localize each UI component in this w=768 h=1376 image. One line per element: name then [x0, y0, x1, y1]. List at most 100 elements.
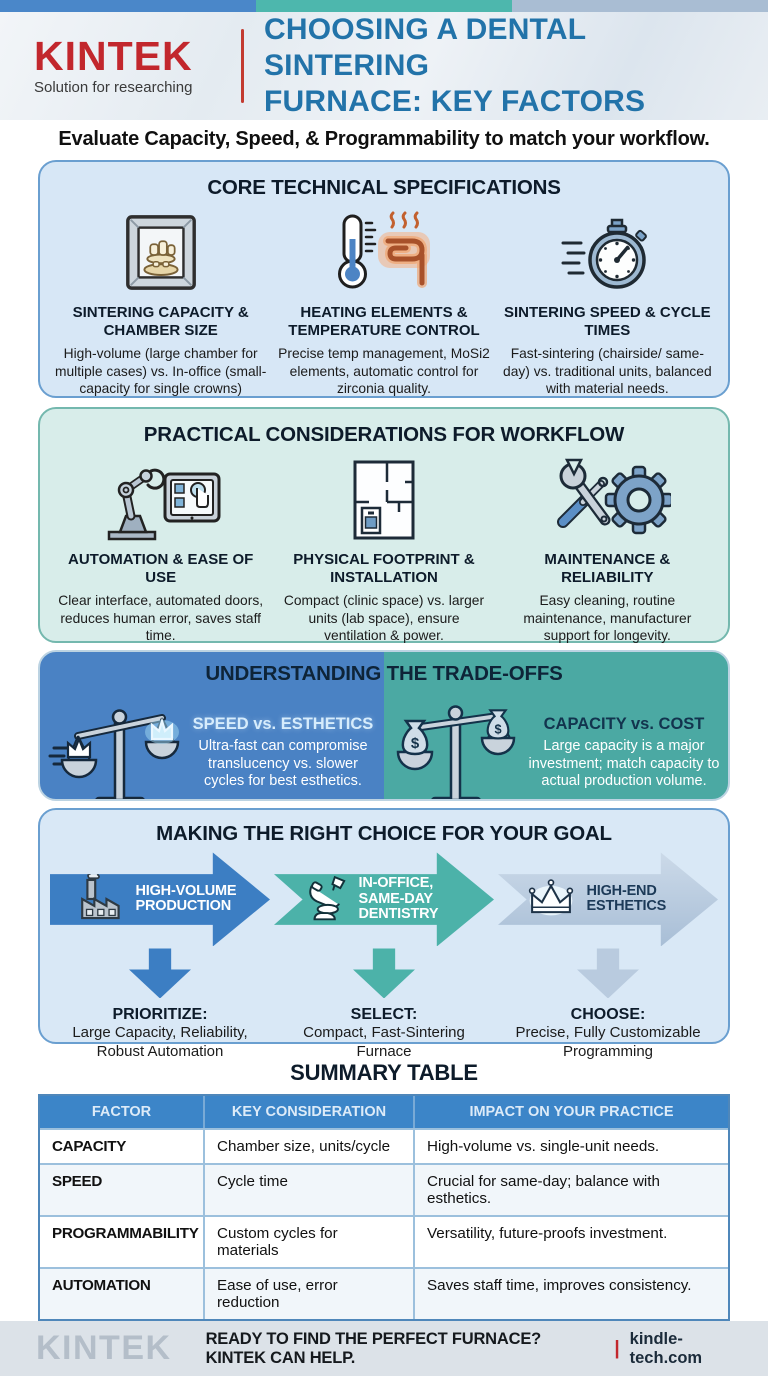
action-label: PRIORITIZE:: [112, 1006, 208, 1024]
table-cell: Cycle time: [205, 1163, 415, 1216]
action-label: CHOOSE:: [570, 1006, 646, 1024]
footer-divider: |: [614, 1337, 620, 1359]
section-title: MAKING THE RIGHT CHOICE FOR YOUR GOAL: [156, 822, 612, 846]
column-body: Fast-sintering (chairside/ same-day) vs.…: [503, 346, 712, 396]
choice-path-high-end: HIGH-END ESTHETICS CHOOSE: Precise, Full…: [498, 852, 718, 1061]
stopwatch-icon: [559, 206, 655, 300]
section-title: PRACTICAL CONSIDERATIONS FOR WORKFLOW: [143, 423, 625, 447]
choice-path-high-volume: HIGH-VOLUME PRODUCTION PRIORITIZE: Large…: [50, 852, 270, 1061]
action-body: Large Capacity, Reliability, Robust Auto…: [72, 1024, 248, 1060]
header-divider: [241, 28, 244, 103]
column-body: Precise temp management, MoSi2 elements,…: [278, 346, 490, 396]
dental-chair-icon: [302, 874, 352, 924]
table-header-cell: KEY CONSIDERATION: [205, 1096, 415, 1129]
down-arrow: [353, 948, 415, 999]
section-practical-considerations: PRACTICAL CONSIDERATIONS FOR WORKFLOW: [38, 407, 730, 644]
practical-column-maintenance: MAINTENANCE & RELIABILITY Easy cleaning,…: [501, 453, 714, 644]
page-subtitle: Evaluate Capacity, Speed, & Programmabil…: [0, 119, 768, 160]
table-header-cell: IMPACT ON YOUR PRACTICE: [415, 1096, 728, 1129]
tradeoff-capacity-vs-cost: $ $ CAPACITY vs. COST Large capacity is …: [384, 688, 728, 800]
robot-arm-touchscreen-icon: [97, 453, 225, 547]
table-cell: Chamber size, units/cycle: [205, 1128, 415, 1164]
column-heading: HEATING ELEMENTS & TEMPERATURE CONTROL: [288, 304, 480, 339]
column-heading: SINTERING SPEED & CYCLE TIMES: [503, 304, 711, 339]
choice-path-in-office: IN-OFFICE, SAME-DAY DENTISTRY SELECT: Co…: [274, 852, 494, 1061]
tradeoff-body: Ultra-fast can compromise translucency v…: [198, 738, 368, 790]
svg-text:$: $: [411, 735, 420, 752]
page-title-line1: CHOOSING A DENTAL SINTERING: [263, 12, 586, 82]
table-cell: AUTOMATION: [40, 1267, 205, 1320]
top-accent-bar: [0, 0, 768, 12]
column-body: Compact (clinic space) vs. larger units …: [283, 593, 485, 643]
flow-arrow-label: IN-OFFICE, SAME-DAY DENTISTRY: [358, 875, 439, 923]
column-body: Easy cleaning, routine maintenance, manu…: [523, 593, 692, 643]
section-title: CORE TECHNICAL SPECIFICATIONS: [207, 176, 561, 200]
flow-arrow: HIGH-VOLUME PRODUCTION: [50, 852, 270, 947]
column-body: High-volume (large chamber for multiple …: [54, 346, 267, 396]
down-arrow: [577, 948, 639, 999]
brand-logo-block: KINTEK Solution for researching: [34, 32, 235, 96]
table-cell: PROGRAMMABILITY: [40, 1215, 205, 1268]
balance-scale-crowns-icon: [48, 694, 180, 800]
table-row: CAPACITY Chamber size, units/cycle High-…: [40, 1128, 728, 1164]
table-cell: Saves staff time, improves consistency.: [415, 1267, 728, 1320]
practical-column-automation: AUTOMATION & EASE OF USE Clear interface…: [54, 453, 267, 644]
table-cell: Versatility, future-proofs investment.: [415, 1215, 728, 1268]
table-cell: Crucial for same-day; balance with esthe…: [415, 1163, 728, 1216]
flow-arrow-label: HIGH-END ESTHETICS: [586, 882, 667, 915]
logo-tagline: Solution for researching: [34, 78, 193, 96]
section-core-technical-specifications: CORE TECHNICAL SPECIFICATIONS: [38, 160, 730, 399]
accent-segment-gray: [512, 0, 768, 12]
section-title: UNDERSTANDING THE TRADE-OFFS: [205, 662, 563, 686]
tradeoff-heading: SPEED vs. ESTHETICS: [192, 715, 374, 734]
action-body: Precise, Fully Customizable Programming: [515, 1024, 701, 1060]
table-row: AUTOMATION Ease of use, error reduction …: [40, 1267, 728, 1320]
table-cell: Ease of use, error reduction: [205, 1267, 415, 1320]
factory-icon: [77, 873, 129, 925]
table-cell: High-volume vs. single-unit needs.: [415, 1128, 728, 1164]
table-cell: Custom cycles for materials: [205, 1215, 415, 1268]
action-label: SELECT:: [350, 1006, 418, 1024]
summary-table-title: SUMMARY TABLE: [290, 1060, 478, 1086]
section-making-the-right-choice: MAKING THE RIGHT CHOICE FOR YOUR GOAL HI…: [38, 808, 730, 1060]
footer-website-link[interactable]: kindle-tech.com: [629, 1329, 703, 1367]
table-header-row: FACTOR KEY CONSIDERATION IMPACT ON YOUR …: [40, 1096, 728, 1129]
crown-icon: [522, 876, 580, 922]
furnace-chamber-icon: [120, 206, 202, 300]
tradeoff-speed-vs-esthetics: SPEED vs. ESTHETICS Ultra-fast can compr…: [40, 688, 384, 800]
flow-arrow: HIGH-END ESTHETICS: [498, 852, 718, 947]
column-heading: PHYSICAL FOOTPRINT & INSTALLATION: [293, 551, 475, 586]
core-column-speed: SINTERING SPEED & CYCLE TIMES Fast-sinte…: [501, 206, 714, 397]
kintek-logo: KINTEK: [34, 32, 193, 79]
table-row: SPEED Cycle time Crucial for same-day; b…: [40, 1163, 728, 1216]
page-title-line2: FURNACE: KEY FACTORS: [263, 84, 646, 118]
table-header-cell: FACTOR: [40, 1096, 205, 1129]
column-heading: AUTOMATION & EASE OF USE: [68, 551, 254, 586]
practical-column-footprint: PHYSICAL FOOTPRINT & INSTALLATION Compac…: [277, 453, 490, 644]
action-body: Compact, Fast-Sintering Furnace: [303, 1024, 465, 1060]
column-heading: SINTERING CAPACITY & CHAMBER SIZE: [72, 304, 249, 339]
summary-table: FACTOR KEY CONSIDERATION IMPACT ON YOUR …: [38, 1094, 730, 1322]
column-body: Clear interface, automated doors, reduce…: [58, 593, 264, 643]
footer-kintek-watermark: KINTEK: [36, 1329, 172, 1368]
down-arrow: [129, 948, 191, 999]
svg-text:$: $: [494, 721, 501, 736]
footer-cta-text: READY TO FIND THE PERFECT FURNACE? KINTE…: [205, 1329, 542, 1367]
wrench-gear-icon: [543, 453, 672, 547]
flow-arrow-label: HIGH-VOLUME PRODUCTION: [135, 882, 237, 915]
thermometer-heating-element-icon: [332, 206, 436, 300]
core-column-capacity: SINTERING CAPACITY & CHAMBER SIZE High-v…: [54, 206, 267, 397]
table-cell: SPEED: [40, 1163, 205, 1216]
tradeoff-body: Large capacity is a major investment; ma…: [528, 738, 720, 790]
page-title: CHOOSING A DENTAL SINTERING FURNACE: KEY…: [264, 12, 734, 120]
section-trade-offs: UNDERSTANDING THE TRADE-OFFS: [38, 650, 730, 802]
accent-segment-blue: [0, 0, 256, 12]
flow-arrow: IN-OFFICE, SAME-DAY DENTISTRY: [274, 852, 494, 947]
accent-segment-teal: [256, 0, 512, 12]
column-heading: MAINTENANCE & RELIABILITY: [544, 551, 671, 586]
floor-plan-icon: [339, 453, 429, 547]
footer: KINTEK READY TO FIND THE PERFECT FURNACE…: [0, 1321, 768, 1376]
core-column-heating: HEATING ELEMENTS & TEMPERATURE CONTROL P…: [277, 206, 490, 397]
table-row: PROGRAMMABILITY Custom cycles for materi…: [40, 1215, 728, 1268]
header: KINTEK Solution for researching CHOOSING…: [0, 11, 768, 120]
